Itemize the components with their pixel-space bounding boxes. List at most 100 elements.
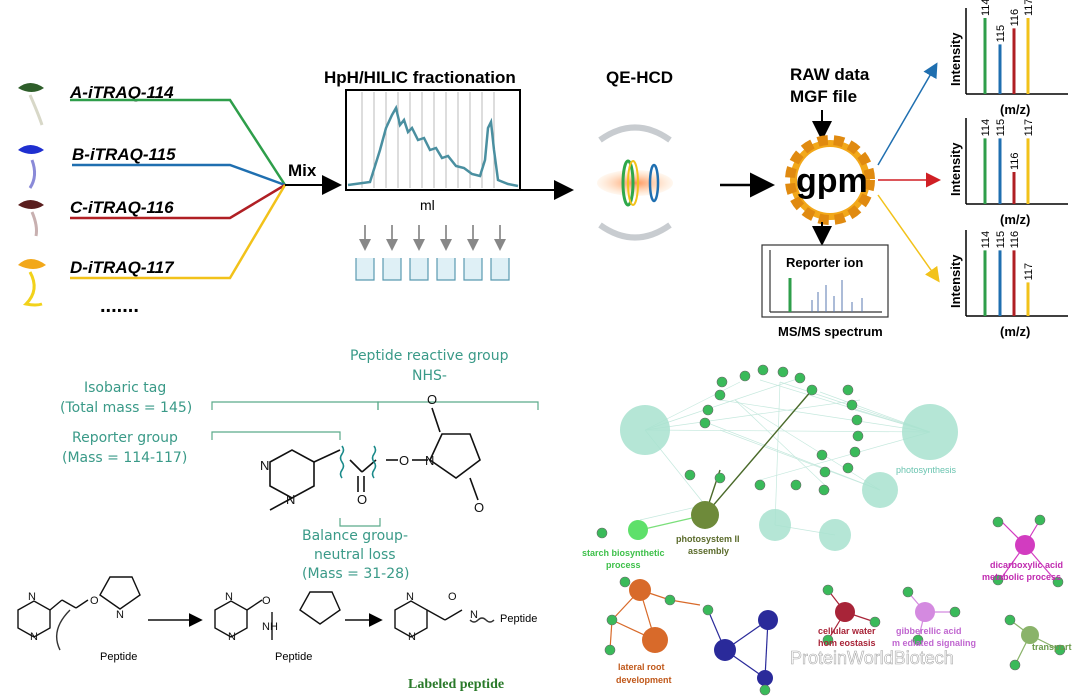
mixing-lines (70, 98, 342, 280)
chemistry-diagram: Peptide reactive group NHS- Isobaric tag… (17, 348, 539, 692)
peak-label: 114 (980, 119, 992, 137)
cluster-label-lateral-root: lateral root (618, 662, 665, 672)
svg-text:N: N (406, 591, 414, 603)
peptide-reactive-group-label: Peptide reactive group (350, 348, 509, 364)
cluster-label-psii: photosystem II (676, 534, 740, 544)
seedling-icon (18, 200, 44, 237)
nhs-label: NHS- (412, 368, 447, 384)
isobaric-tag-label: Isobaric tag (84, 380, 166, 396)
cluster-label-psii-2: assembly (688, 546, 729, 556)
sample-label: C-iTRAQ-116 (70, 198, 174, 217)
svg-text:N: N (228, 631, 236, 643)
svg-text:N: N (286, 492, 295, 507)
balance-mass-label: (Mass = 31-28) (302, 566, 409, 582)
reporter-mass-label: (Mass = 114-117) (62, 450, 187, 466)
svg-text:N: N (28, 591, 36, 603)
cluster-label-gibberellic: gibberellic acid (896, 626, 962, 636)
sample-label: A-iTRAQ-114 (69, 83, 174, 102)
ml-axis-label: ml (420, 197, 435, 213)
y-axis-label: Intensity (948, 32, 963, 86)
msms-caption: MS/MS spectrum (778, 324, 883, 339)
peptide-label: Peptide (100, 651, 137, 663)
mix-label: Mix (288, 161, 317, 180)
x-axis-label: (m/z) (1000, 212, 1030, 227)
cluster-label-photosynthesis: photosynthesis (896, 465, 957, 475)
reporter-spectrum (761, 244, 889, 318)
seedling-icon (18, 145, 44, 189)
sample-d: D-iTRAQ-117 (18, 258, 175, 307)
watermark: ProteinWorldBiotech (790, 648, 954, 668)
orbitrap-icon (597, 124, 673, 241)
balance-group-label: Balance group- (302, 528, 408, 544)
cluster-label-transport: transport (1032, 642, 1072, 652)
svg-text:O: O (90, 595, 99, 607)
peptide-label: Peptide (500, 613, 537, 625)
svg-text:O: O (427, 392, 437, 407)
cluster-label-water-2: hom eostasis (818, 638, 876, 648)
raw-data-label: RAW data (790, 65, 870, 84)
cluster-label-lateral-root-2: development (616, 675, 672, 685)
peak-label: 114 (980, 0, 992, 16)
peptide-label: Peptide (275, 651, 312, 663)
y-axis-label: Intensity (948, 142, 963, 196)
peak-label: 117 (1023, 263, 1035, 281)
svg-text:N: N (425, 453, 434, 468)
svg-text:N: N (225, 591, 233, 603)
seedling-icon (18, 259, 46, 307)
sample-a: A-iTRAQ-114 (18, 83, 174, 126)
gpm-label: gpm (796, 162, 868, 200)
peak-label: 115 (995, 25, 1007, 43)
x-axis-label: (m/z) (1000, 102, 1030, 117)
svg-text:O: O (262, 595, 271, 607)
mgf-file-label: MGF file (790, 87, 857, 106)
peak-label: 117 (1023, 119, 1035, 137)
svg-text:N: N (260, 458, 269, 473)
cluster-label-water: cellular water (818, 626, 876, 636)
peak-label: 115 (995, 231, 1007, 249)
svg-text:NH: NH (262, 621, 278, 633)
gpm-gear-icon (785, 135, 875, 225)
reporter-group-label: Reporter group (72, 430, 178, 446)
ellipsis-text: ....... (100, 295, 139, 317)
svg-text:N: N (30, 631, 38, 643)
cluster-label-starch-2: process (606, 560, 641, 570)
labeled-peptide-label: Labeled peptide (408, 677, 504, 692)
peak-label: 116 (1009, 231, 1021, 249)
cluster-label-gibberellic-2: m ediated signaling (892, 638, 976, 648)
total-mass-label: (Total mass = 145) (60, 400, 192, 416)
peak-label: 116 (1009, 152, 1021, 170)
chromatogram (345, 89, 521, 191)
fraction-tubes (355, 225, 510, 281)
cluster-label-dicarboxylic: dicarboxylic acid (990, 560, 1063, 570)
svg-text:O: O (357, 492, 367, 507)
svg-text:N: N (116, 609, 124, 621)
spectra-panels: Intensity(m/z)114115116117Intensity(m/z)… (948, 0, 1068, 339)
cluster-label-starch: starch biosynthetic (582, 548, 665, 558)
reporter-ion-label: Reporter ion (786, 255, 863, 270)
svg-text:N: N (408, 631, 416, 643)
peak-label: 115 (995, 119, 1007, 137)
cluster-label-dicarboxylic-2: metabolic process (982, 572, 1061, 582)
svg-text:O: O (474, 500, 484, 515)
peak-label: 116 (1009, 9, 1021, 27)
y-axis-label: Intensity (948, 254, 963, 308)
sample-c: C-iTRAQ-116 (18, 198, 174, 237)
peak-label: 114 (980, 231, 992, 249)
peak-label: 117 (1023, 0, 1035, 16)
qe-hcd-label: QE-HCD (606, 68, 673, 87)
fractionation-title: HpH/HILIC fractionation (324, 68, 516, 87)
itraq-structure (269, 407, 481, 511)
sample-b: B-iTRAQ-115 (18, 145, 176, 189)
sample-label: D-iTRAQ-117 (70, 258, 175, 277)
reaction-scheme (17, 576, 495, 651)
svg-text:N: N (470, 609, 478, 621)
neutral-loss-label: neutral loss (314, 547, 396, 563)
svg-text:O: O (399, 453, 409, 468)
x-axis-label: (m/z) (1000, 324, 1030, 339)
chromatogram-trace (347, 104, 519, 188)
svg-text:O: O (448, 591, 457, 603)
